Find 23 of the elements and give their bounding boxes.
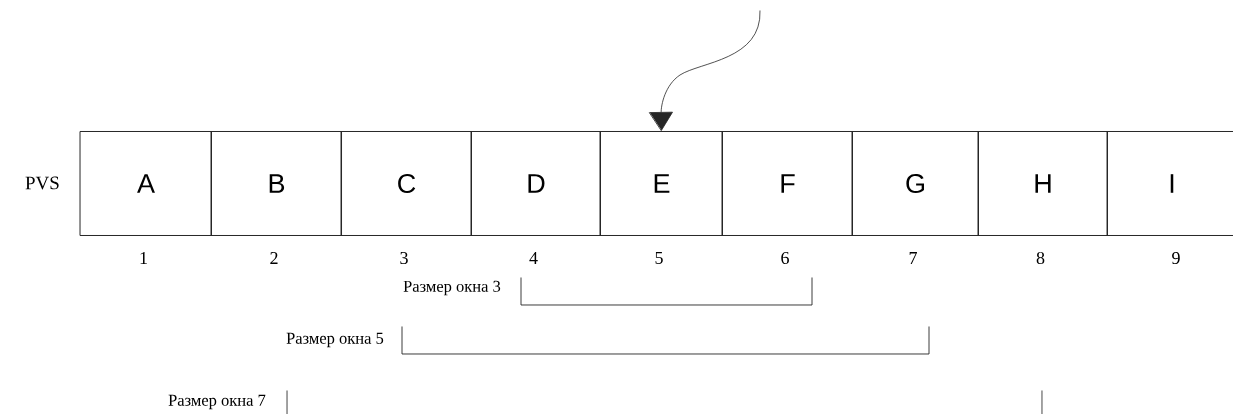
index-number: 1 — [140, 252, 147, 264]
index-number: 2 — [270, 252, 278, 264]
cell-box: I — [1107, 131, 1233, 236]
cell-box: A — [80, 131, 212, 236]
index-number: 6 — [781, 251, 789, 265]
cell-box: D — [471, 131, 601, 236]
index-number: 7 — [909, 252, 917, 264]
cell-box: G — [852, 131, 979, 236]
cell-box: B — [211, 131, 342, 236]
cell-box: C — [341, 131, 472, 236]
window-size-label: Размер окна 3 — [403, 280, 501, 296]
index-number: 5 — [655, 252, 663, 264]
row-label: PVS — [25, 176, 59, 190]
window-size-label: Размер окна 5 — [286, 332, 384, 348]
index-number: 9 — [1172, 251, 1180, 265]
index-number: 8 — [1036, 251, 1045, 265]
arrow — [649, 10, 761, 131]
cell-box: F — [722, 131, 853, 236]
index-number: 3 — [400, 251, 408, 265]
cell-box: H — [978, 131, 1108, 236]
window-size-label: Размер окна 7 — [168, 394, 266, 410]
index-number: 4 — [529, 252, 538, 264]
cell-box: E — [600, 131, 723, 236]
